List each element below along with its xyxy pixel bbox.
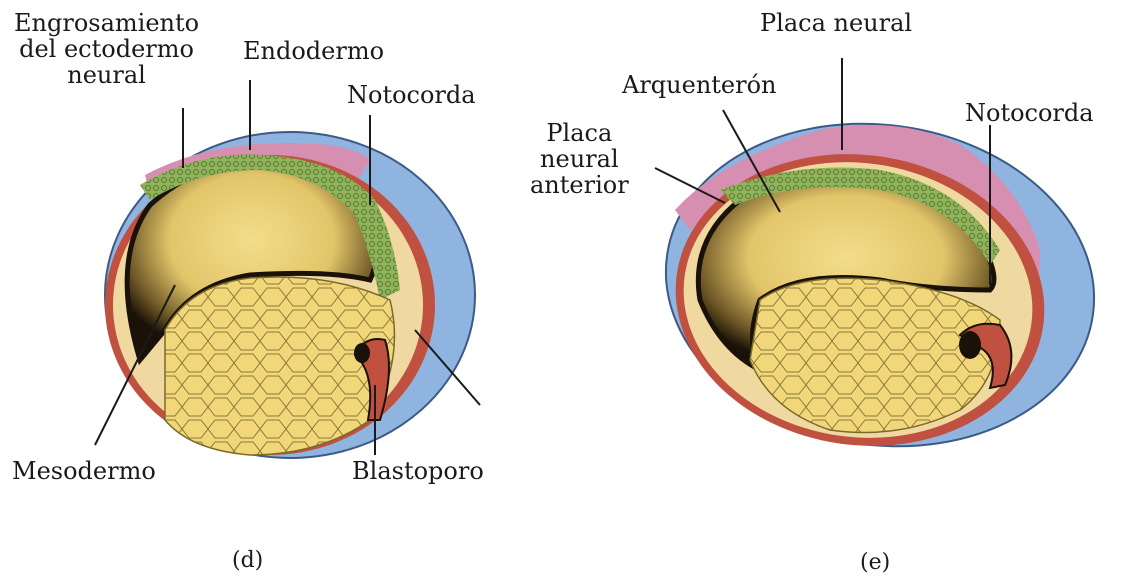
- blastopore-opening-d: [354, 343, 370, 363]
- embryo-e: [645, 97, 1115, 474]
- caption-e: (e): [860, 550, 890, 575]
- embryo-d: [105, 132, 475, 458]
- label-blastoporo: Blastoporo: [352, 458, 484, 484]
- label-placa-neural: Placa neural: [760, 10, 912, 36]
- label-mesodermo: Mesodermo: [12, 458, 156, 484]
- label-placa-neural-anterior: Placa neural anterior: [530, 120, 629, 198]
- blastopore-opening-e: [959, 331, 981, 359]
- caption-d: (d): [232, 548, 263, 573]
- label-arquenteron: Arquenterón: [622, 72, 777, 98]
- label-engrosamiento: Engrosamiento del ectodermo neural: [14, 10, 199, 88]
- label-notocorda-e: Notocorda: [965, 100, 1094, 126]
- label-endodermo: Endodermo: [243, 38, 384, 64]
- label-notocorda-d: Notocorda: [347, 82, 476, 108]
